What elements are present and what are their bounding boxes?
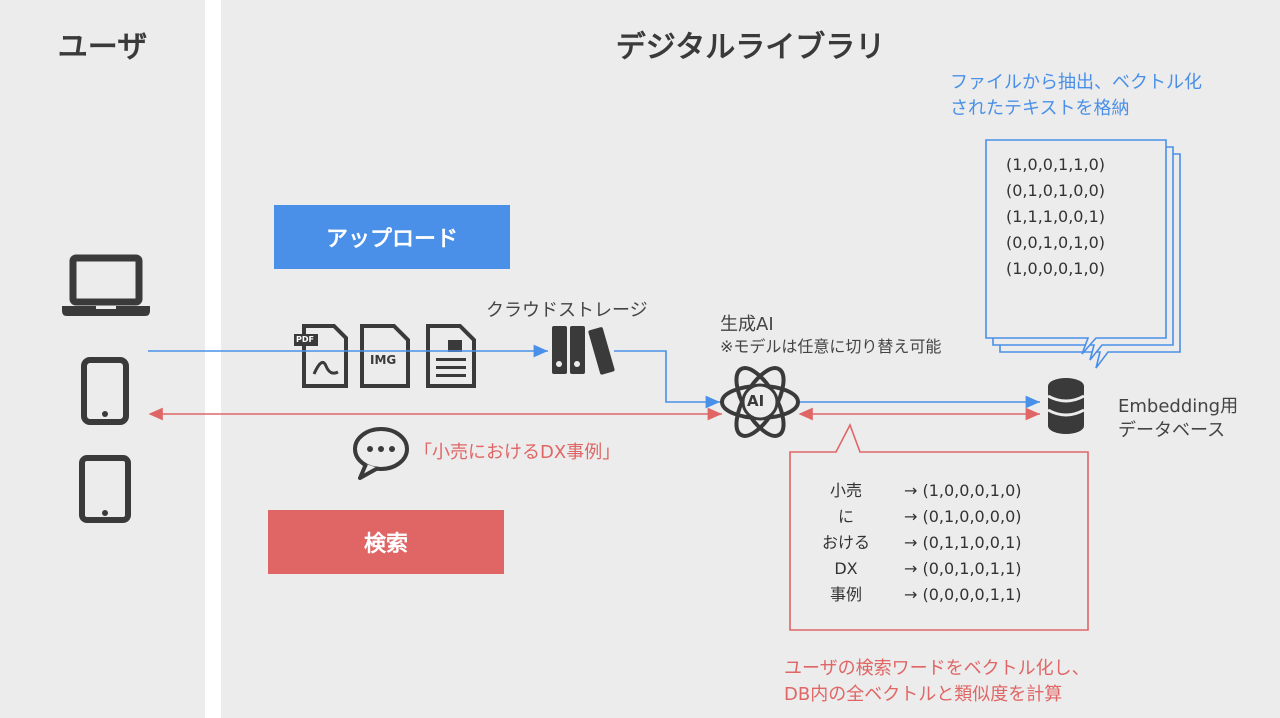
token-row: 事例 → (0,0,0,0,1,1) bbox=[790, 582, 1088, 608]
stored-vector: (1,1,1,0,0,1) bbox=[1006, 207, 1105, 226]
laptop-icon bbox=[62, 254, 150, 316]
query-vector-callout bbox=[789, 423, 1089, 631]
stored-vector: (1,0,0,0,1,0) bbox=[1006, 259, 1105, 278]
token-word: おける bbox=[821, 533, 870, 552]
token-row: おける → (0,1,1,0,0,1) bbox=[790, 530, 1088, 556]
token-word: に bbox=[837, 507, 854, 526]
token-vector: → (0,0,1,0,1,1) bbox=[904, 559, 1022, 578]
database-icon bbox=[1047, 378, 1085, 434]
tablet-icon bbox=[79, 455, 131, 523]
db-label-line2: データベース bbox=[1118, 420, 1226, 441]
binders-storage-icon bbox=[552, 326, 615, 375]
image-file-icon bbox=[360, 324, 410, 388]
stored-vector: (0,0,1,0,1,0) bbox=[1006, 233, 1105, 252]
stored-vector-list: (1,0,0,1,1,0) (0,1,0,1,0,0) (1,1,1,0,0,1… bbox=[986, 140, 1136, 300]
library-panel-title: デジタルライブラリ bbox=[615, 30, 886, 65]
document-file-icon bbox=[426, 324, 476, 388]
search-button[interactable]: 検索 bbox=[268, 510, 504, 574]
query-token-list: 小売 → (1,0,0,0,1,0) に → (0,1,0,0,0,0) おける… bbox=[790, 470, 1088, 630]
similarity-note-line1: ユーザの検索ワードをベクトル化し、 bbox=[784, 658, 1090, 679]
stored-vector: (1,0,0,1,1,0) bbox=[1006, 155, 1105, 174]
ai-icon-text: AI bbox=[747, 392, 765, 410]
cloud-storage-label: クラウドストレージ bbox=[486, 300, 648, 321]
token-vector: → (0,0,0,0,1,1) bbox=[904, 585, 1022, 604]
speech-bubble-icon bbox=[353, 427, 409, 480]
pdf-tag: PDF bbox=[296, 335, 314, 344]
token-word: 事例 bbox=[829, 585, 862, 604]
token-word: DX bbox=[834, 559, 858, 578]
upload-button[interactable]: アップロード bbox=[274, 205, 510, 269]
token-vector: → (0,1,1,0,0,1) bbox=[904, 533, 1022, 552]
storage-note-line2: されたテキストを格納 bbox=[950, 98, 1130, 119]
ai-name-label: 生成AI bbox=[720, 314, 774, 335]
token-vector: → (1,0,0,0,1,0) bbox=[904, 481, 1022, 500]
smartphone-icon bbox=[81, 357, 129, 425]
stored-vector: (0,1,0,1,0,0) bbox=[1006, 181, 1105, 200]
token-row: 小売 → (1,0,0,0,1,0) bbox=[790, 478, 1088, 504]
img-tag: IMG bbox=[370, 353, 397, 367]
token-vector: → (0,1,0,0,0,0) bbox=[904, 507, 1022, 526]
vector-storage-callout bbox=[985, 139, 1181, 369]
token-word: 小売 bbox=[829, 481, 862, 500]
db-label-line1: Embedding用 bbox=[1118, 396, 1239, 417]
upload-flow-arrows bbox=[148, 344, 1040, 409]
pdf-file-icon bbox=[294, 324, 348, 388]
token-row: に → (0,1,0,0,0,0) bbox=[790, 504, 1088, 530]
similarity-note-line2: DB内の全ベクトルと類似度を計算 bbox=[784, 684, 1063, 705]
token-row: DX → (0,0,1,0,1,1) bbox=[790, 556, 1088, 582]
user-panel-title: ユーザ bbox=[57, 30, 148, 65]
storage-note-line1: ファイルから抽出、ベクトル化 bbox=[950, 72, 1202, 93]
ai-note-label: ※モデルは任意に切り替え可能 bbox=[720, 337, 942, 356]
search-query-text: 「小売におけるDX事例」 bbox=[414, 442, 621, 463]
ai-atom-icon bbox=[720, 366, 800, 438]
